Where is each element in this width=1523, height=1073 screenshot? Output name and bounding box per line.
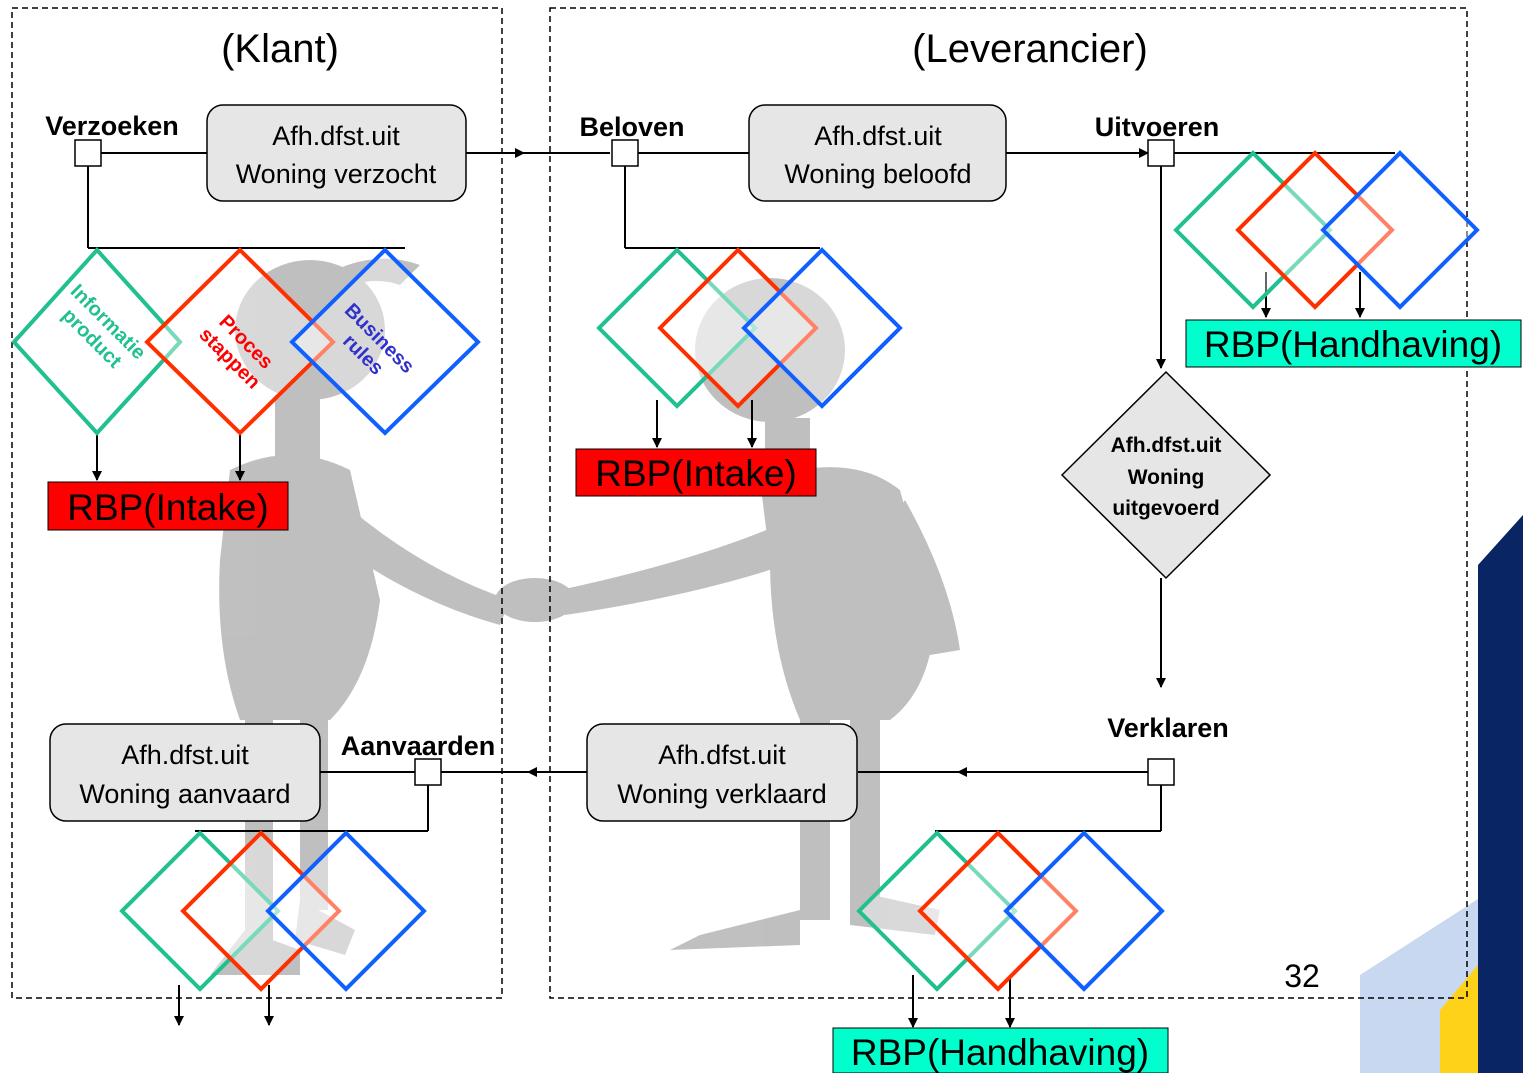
- supplier-state-diamonds: [856, 830, 1165, 992]
- rbp-intake-client: RBP(Intake): [47, 481, 289, 531]
- rbp-intake-client-label: RBP(Intake): [67, 487, 269, 528]
- act-promised-line2: Woning beloofd: [784, 159, 971, 189]
- act-accepted-line2: Woning aanvaard: [79, 779, 290, 809]
- act-executed-line2: Woning: [1128, 466, 1205, 489]
- rbp-handhaving-state: RBP(Handhaving): [832, 1027, 1169, 1073]
- client-request-diamonds: Informatie product Proces stappen Busine…: [11, 247, 481, 436]
- rbp-intake-supplier-label: RBP(Intake): [595, 453, 797, 494]
- accept-junction: [414, 758, 442, 786]
- rbp-intake-supplier: RBP(Intake): [575, 448, 817, 497]
- execute-junction: [1147, 139, 1175, 167]
- page-number: 32: [1284, 958, 1320, 994]
- client-boundary: [11, 7, 503, 999]
- client-label: (Klant): [221, 27, 339, 71]
- supplier-promise-diamonds: [596, 247, 903, 409]
- act-executed: Afh.dfst.uit Woning uitgevoerd: [1060, 370, 1272, 580]
- rbp-handhaving-state-label: RBP(Handhaving): [851, 1032, 1149, 1073]
- phase-request-label: Verzoeken: [45, 111, 179, 141]
- request-junction: [74, 139, 102, 167]
- act-promised-line1: Afh.dfst.uit: [814, 121, 942, 151]
- act-executed-line3: uitgevoerd: [1112, 497, 1219, 520]
- act-stated-line2: Woning verklaard: [617, 779, 827, 809]
- information-product-diamond: [11, 247, 183, 436]
- phase-promise-label: Beloven: [579, 112, 684, 142]
- process-steps-diamond: [144, 247, 336, 436]
- business-rules-diamond: [289, 247, 481, 436]
- act-requested: Afh.dfst.uit Woning verzocht: [206, 104, 467, 202]
- act-requested-line2: Woning verzocht: [236, 159, 437, 189]
- phase-execute-label: Uitvoeren: [1095, 112, 1220, 142]
- act-stated-line1: Afh.dfst.uit: [658, 740, 786, 770]
- connector-lines: [87, 148, 1395, 1028]
- promise-junction: [611, 139, 639, 167]
- rbp-handhaving-execute-label: RBP(Handhaving): [1204, 324, 1502, 365]
- act-promised: Afh.dfst.uit Woning beloofd: [748, 104, 1007, 202]
- supplier-boundary: [549, 7, 1468, 999]
- client-accept-diamonds: [119, 830, 427, 992]
- rbp-handhaving-execute: RBP(Handhaving): [1185, 319, 1522, 368]
- act-stated: Afh.dfst.uit Woning verklaard: [586, 723, 858, 822]
- act-requested-line1: Afh.dfst.uit: [272, 121, 400, 151]
- act-executed-line1: Afh.dfst.uit: [1111, 434, 1222, 457]
- act-accepted: Afh.dfst.uit Woning aanvaard: [49, 723, 321, 822]
- supplier-execute-diamonds: [1173, 150, 1480, 310]
- corner-decoration: [1360, 515, 1523, 1073]
- state-junction: [1147, 758, 1175, 786]
- phase-state-label: Verklaren: [1107, 713, 1229, 743]
- phase-accept-label: Aanvaarden: [341, 731, 496, 761]
- act-accepted-line1: Afh.dfst.uit: [121, 740, 249, 770]
- supplier-label: (Leverancier): [912, 27, 1148, 71]
